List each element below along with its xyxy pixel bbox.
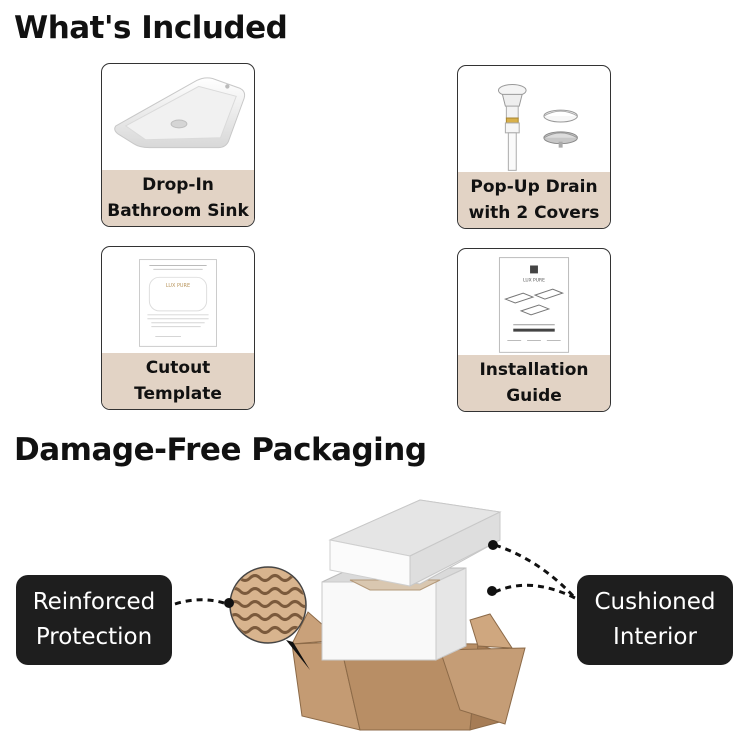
- callout-line: Cushioned: [594, 589, 716, 615]
- item-card-sink: Drop-In Bathroom Sink: [101, 63, 255, 227]
- cardboard-box: [291, 611, 526, 731]
- callout-cushioned-interior: Cushioned Interior: [577, 575, 733, 665]
- callout-connectors: [174, 543, 577, 606]
- item-card-guide: LUX PURE Installation Guide: [457, 248, 611, 412]
- item-caption-line: Pop-Up Drain: [470, 177, 598, 197]
- callout-reinforced-protection: Reinforced Protection: [16, 575, 172, 665]
- connector-dot: [224, 598, 234, 608]
- connector-dot: [487, 586, 497, 596]
- item-caption: Pop-Up Drain with 2 Covers: [458, 172, 610, 228]
- item-caption-line: with 2 Covers: [468, 203, 600, 223]
- item-caption-line: Installation: [479, 360, 589, 380]
- whats-included-title: What's Included: [14, 10, 288, 46]
- item-card-drain: Pop-Up Drain with 2 Covers: [457, 65, 611, 229]
- drain-image: [497, 83, 578, 171]
- guide-image: LUX PURE: [498, 257, 570, 353]
- item-caption: Cutout Template: [102, 353, 254, 409]
- item-caption-line: Guide: [506, 386, 562, 406]
- item-caption-line: Bathroom Sink: [107, 201, 249, 221]
- item-caption-line: Template: [134, 384, 222, 404]
- item-card-template: LUX PURE Cutout Template: [101, 246, 255, 410]
- guide-brand: LUX PURE: [523, 277, 545, 283]
- connector-dot: [488, 540, 498, 550]
- foam-box: [321, 499, 502, 661]
- template-image: LUX PURE: [139, 259, 217, 347]
- callout-line: Protection: [35, 624, 153, 650]
- callout-line: Interior: [613, 624, 697, 650]
- item-caption: Installation Guide: [458, 355, 610, 411]
- corrugated-detail: [229, 566, 310, 670]
- packaging-title: Damage-Free Packaging: [14, 432, 427, 468]
- item-caption-line: Cutout: [145, 358, 211, 378]
- sink-image: [114, 77, 246, 149]
- template-brand: LUX PURE: [166, 283, 190, 289]
- callout-line: Reinforced: [32, 589, 156, 615]
- item-caption-line: Drop-In: [142, 175, 214, 195]
- item-caption: Drop-In Bathroom Sink: [102, 170, 254, 226]
